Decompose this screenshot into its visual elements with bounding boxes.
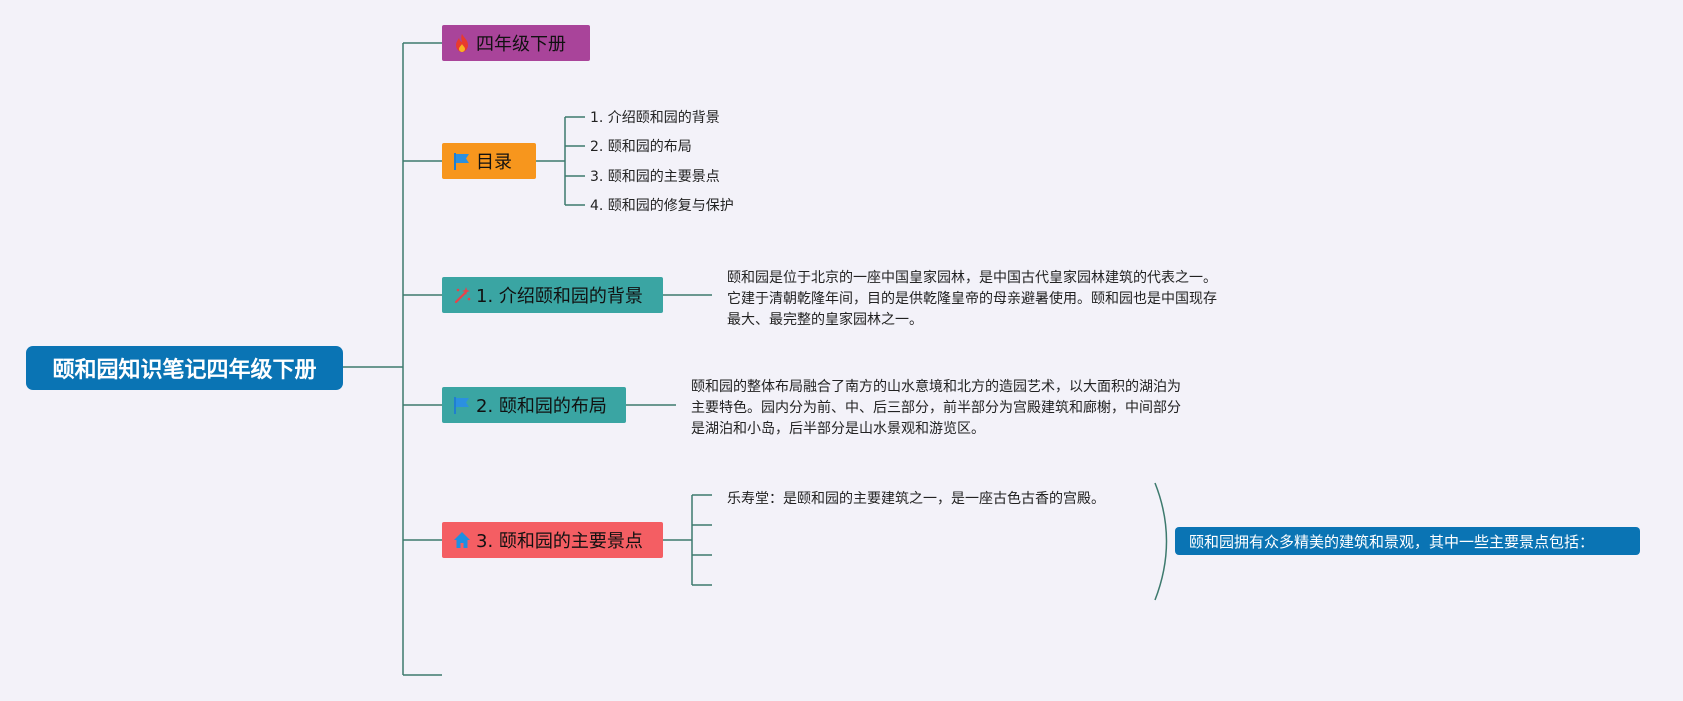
branch-background-label: 1. 介绍颐和园的背景 xyxy=(476,286,643,307)
branch-grade-four-label: 四年级下册 xyxy=(476,34,566,55)
spots-summary-label: 颐和园拥有众多精美的建筑和景观，其中一些主要景点包括： xyxy=(1189,532,1595,551)
background-paragraph: 颐和园是位于北京的一座中国皇家园林，是中国古代皇家园林建筑的代表之一。 它建于清… xyxy=(727,268,1217,331)
background-line: 它建于清朝乾隆年间，目的是供乾隆皇帝的母亲避暑使用。颐和园也是中国现存 xyxy=(727,291,1217,307)
spot-item-leshoutang[interactable]: 乐寿堂：是颐和园的主要建筑之一，是一座古色古香的宫殿。 xyxy=(727,491,1105,507)
flag-icon xyxy=(454,397,469,414)
background-line: 最大、最完整的皇家园林之一。 xyxy=(727,312,923,328)
flag-icon xyxy=(454,153,469,170)
layout-line: 主要特色。园内分为前、中、后三部分，前半部分为宫殿建筑和廊榭，中间部分 xyxy=(691,400,1181,416)
branch-layout-label: 2. 颐和园的布局 xyxy=(476,396,607,417)
toc-item-restoration[interactable]: 4. 颐和园的修复与保护 xyxy=(590,198,734,214)
branch-table-of-contents[interactable]: 目录 xyxy=(442,143,536,179)
magic-wand-icon xyxy=(454,287,471,304)
background-line: 颐和园是位于北京的一座中国皇家园林，是中国古代皇家园林建筑的代表之一。 xyxy=(727,270,1217,286)
home-icon xyxy=(454,532,470,548)
toc-item-layout[interactable]: 2. 颐和园的布局 xyxy=(590,139,692,155)
branch-background[interactable]: 1. 介绍颐和园的背景 xyxy=(442,277,663,313)
branch-main-spots[interactable]: 3. 颐和园的主要景点 xyxy=(442,522,663,558)
toc-item-background[interactable]: 1. 介绍颐和园的背景 xyxy=(590,110,720,126)
root-topic-label: 颐和园知识笔记四年级下册 xyxy=(52,358,317,383)
branch-grade-four[interactable]: 四年级下册 xyxy=(442,25,590,61)
spots-summary[interactable]: 颐和园拥有众多精美的建筑和景观，其中一些主要景点包括： xyxy=(1175,527,1640,555)
root-topic[interactable]: 颐和园知识笔记四年级下册 xyxy=(26,346,343,390)
branch-layout[interactable]: 2. 颐和园的布局 xyxy=(442,387,626,423)
branch-main-spots-label: 3. 颐和园的主要景点 xyxy=(476,531,643,552)
branch-table-of-contents-label: 目录 xyxy=(476,152,512,173)
layout-paragraph: 颐和园的整体布局融合了南方的山水意境和北方的造园艺术，以大面积的湖泊为 主要特色… xyxy=(691,377,1181,440)
layout-line: 是湖泊和小岛，后半部分是山水景观和游览区。 xyxy=(691,421,985,437)
toc-item-main-spots[interactable]: 3. 颐和园的主要景点 xyxy=(590,169,720,185)
fire-icon xyxy=(456,34,468,52)
layout-line: 颐和园的整体布局融合了南方的山水意境和北方的造园艺术，以大面积的湖泊为 xyxy=(691,379,1181,395)
